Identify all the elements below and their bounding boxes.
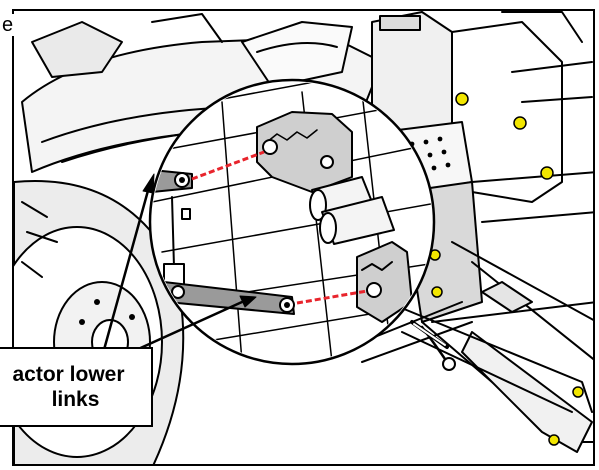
- grease-point-markers: [429, 92, 584, 446]
- tractor-hitch-illustration: [14, 11, 593, 464]
- illustration-frame: [12, 9, 595, 466]
- tractor-lower-links-callout: actor lower links: [0, 347, 153, 427]
- hitch-pin: [410, 320, 449, 349]
- tractor-fender: [21, 13, 383, 173]
- magnified-inset: [148, 78, 436, 366]
- callout-line-1: actor lower: [12, 363, 125, 386]
- alignment-guide-lines: [191, 150, 368, 305]
- callout-line-2: links: [51, 388, 100, 411]
- cropped-label-fragment: e: [0, 14, 16, 36]
